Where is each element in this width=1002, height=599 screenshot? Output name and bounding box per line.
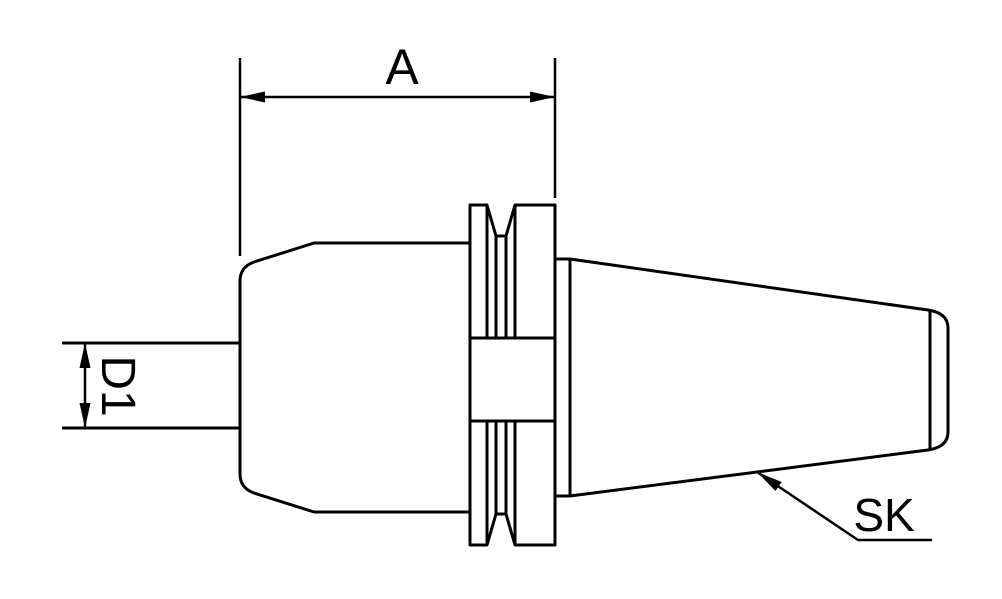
dimension-d1-arrow-bottom	[79, 403, 91, 428]
arrowheads	[79, 91, 782, 491]
dimension-a-arrow-left	[240, 91, 265, 103]
dimension-a	[238, 58, 557, 256]
dimension-d1-arrow-top	[79, 343, 91, 368]
dimension-a-label: A	[385, 39, 419, 95]
dimension-d1-label: D1	[91, 355, 144, 416]
tool-holder-body	[62, 203, 950, 547]
sk-leader-arrowhead	[757, 472, 782, 491]
chuck-body-outline	[238, 241, 470, 514]
labels: A D1 SK	[91, 39, 915, 541]
dimension-a-arrow-right	[530, 91, 555, 103]
flange-outline	[468, 203, 557, 547]
sk-leader-line	[756, 470, 932, 542]
sk-callout	[756, 470, 932, 542]
taper-cone-outline	[569, 257, 950, 498]
sk-label: SK	[853, 489, 915, 541]
drawing-root	[62, 58, 950, 547]
